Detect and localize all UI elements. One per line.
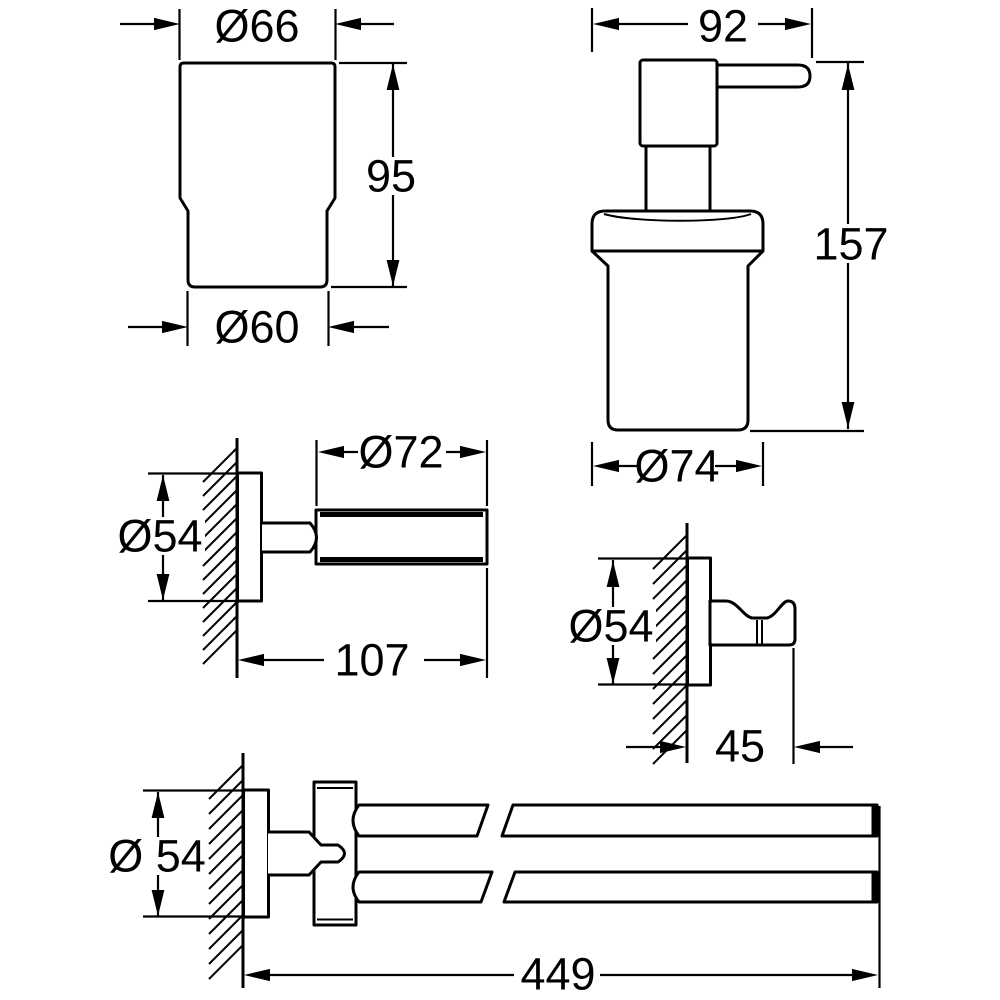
holder-rosette xyxy=(236,471,263,603)
towel-bar-view: Ø 54 449 xyxy=(106,753,881,1000)
arrowhead-left xyxy=(593,17,619,31)
arrowhead-right xyxy=(660,740,686,754)
extension-line xyxy=(186,291,330,346)
dim-holder-projection: 107 xyxy=(238,568,489,686)
dim-tumbler-bottom-diameter: Ø60 xyxy=(128,291,389,353)
extension-line xyxy=(178,9,337,60)
holder-ring-cylinder xyxy=(314,508,489,566)
extension-line xyxy=(598,557,686,686)
holder-arm xyxy=(262,521,318,554)
arrowhead-down xyxy=(156,574,170,600)
arrowhead-left xyxy=(328,320,354,334)
arrowhead-right xyxy=(460,653,486,667)
wall-hatching xyxy=(652,534,688,765)
dim-towel-bar-rosette-diameter: Ø 54 xyxy=(106,789,242,918)
dim-holder-ring-diameter: Ø72 xyxy=(315,427,489,506)
dim-dispenser-height: 157 xyxy=(750,60,893,433)
dim-label-hook-rosette-diameter: Ø54 xyxy=(568,601,653,652)
label-background xyxy=(115,517,205,555)
dim-towel-bar-length: 449 xyxy=(244,806,881,1000)
arrowhead-up xyxy=(841,64,855,90)
wall-hatching xyxy=(208,764,244,980)
dim-hook-rosette-diameter: Ø54 xyxy=(566,557,686,686)
arrowhead-left xyxy=(244,968,270,982)
arrowhead-down xyxy=(151,890,165,916)
extension-line xyxy=(750,60,864,433)
arrowhead-down xyxy=(606,658,620,684)
soap-dispenser-view: 92 157 Ø74 xyxy=(590,1,893,492)
tumbler-outline xyxy=(178,61,337,289)
label-background xyxy=(363,157,420,195)
arrowhead-right xyxy=(736,459,762,473)
dim-label-holder-ring-diameter: Ø72 xyxy=(358,427,443,478)
dispenser-pump-head xyxy=(638,58,719,148)
dim-label-tumbler-top-diameter: Ø66 xyxy=(214,1,299,52)
tumbler-view: Ø66 95 Ø60 xyxy=(120,1,420,353)
dim-hook-projection: 45 xyxy=(626,648,853,772)
extension-line xyxy=(331,61,407,289)
wall-hatching xyxy=(202,447,238,665)
dispenser-collar-rim-line xyxy=(603,213,752,222)
label-background xyxy=(809,224,893,263)
extension-line xyxy=(590,8,814,58)
pivot-block-cap-lines xyxy=(317,787,353,921)
extension-line xyxy=(143,789,242,918)
arrowhead-left xyxy=(318,445,344,459)
arrowhead-left xyxy=(335,17,361,31)
dim-label-tumbler-height: 95 xyxy=(366,151,416,202)
towel-bar-upper-arm-segment1 xyxy=(351,803,490,838)
hook-body xyxy=(708,599,797,647)
dim-label-holder-projection: 107 xyxy=(334,635,409,686)
arrowhead-up xyxy=(386,64,400,90)
dim-label-towel-bar-length: 449 xyxy=(520,949,595,1000)
extension-line xyxy=(590,442,765,486)
dim-tumbler-top-diameter: Ø66 xyxy=(120,1,394,60)
dim-dispenser-width: 92 xyxy=(590,1,814,58)
label-background xyxy=(566,607,656,645)
extension-line xyxy=(148,472,236,603)
hook-knob-lines xyxy=(756,620,763,645)
dispenser-body xyxy=(590,249,765,432)
towel-bar-rosette xyxy=(242,788,270,919)
arrowhead-down xyxy=(841,402,855,428)
dim-label-tumbler-bottom-diameter: Ø60 xyxy=(214,302,299,353)
arrowhead-right xyxy=(154,17,180,31)
arrowhead-left xyxy=(238,653,264,667)
dim-holder-rosette-diameter: Ø54 xyxy=(115,472,236,603)
dim-label-hook-projection: 45 xyxy=(715,721,765,772)
arrowhead-left xyxy=(794,740,820,754)
dim-label-towel-bar-rosette-diameter: Ø 54 xyxy=(108,831,206,882)
towel-bar-shaft xyxy=(268,830,346,877)
dispenser-pump-neck xyxy=(644,144,712,213)
dim-dispenser-diameter: Ø74 xyxy=(590,441,765,492)
label-background xyxy=(106,837,208,875)
arrowhead-up xyxy=(151,792,165,818)
dim-label-holder-rosette-diameter: Ø54 xyxy=(117,511,202,562)
dim-tumbler-height: 95 xyxy=(331,61,420,289)
towel-bar-lower-arm-segment1 xyxy=(351,870,494,904)
arrowhead-up xyxy=(606,561,620,587)
dim-label-dispenser-diameter: Ø74 xyxy=(634,441,719,492)
arrowhead-right xyxy=(162,320,188,334)
towel-bar-lower-arm-segment2 xyxy=(502,870,879,904)
arrowhead-right xyxy=(852,968,878,982)
arrowhead-down xyxy=(386,260,400,286)
arrowhead-right xyxy=(785,17,811,31)
dim-label-dispenser-width: 92 xyxy=(698,1,748,52)
dispenser-spout xyxy=(711,63,812,89)
towel-bar-upper-arm-segment2 xyxy=(500,803,879,838)
extension-line xyxy=(315,440,489,506)
robe-hook-view: Ø54 45 xyxy=(566,523,853,772)
dispenser-collar xyxy=(590,209,765,253)
arrowhead-left xyxy=(593,459,619,473)
arrowhead-up xyxy=(156,475,170,501)
hook-rosette xyxy=(686,556,712,687)
dim-label-dispenser-height: 157 xyxy=(813,219,888,270)
arrowhead-right xyxy=(460,445,486,459)
glass-holder-view: Ø54 Ø72 107 xyxy=(115,427,489,686)
